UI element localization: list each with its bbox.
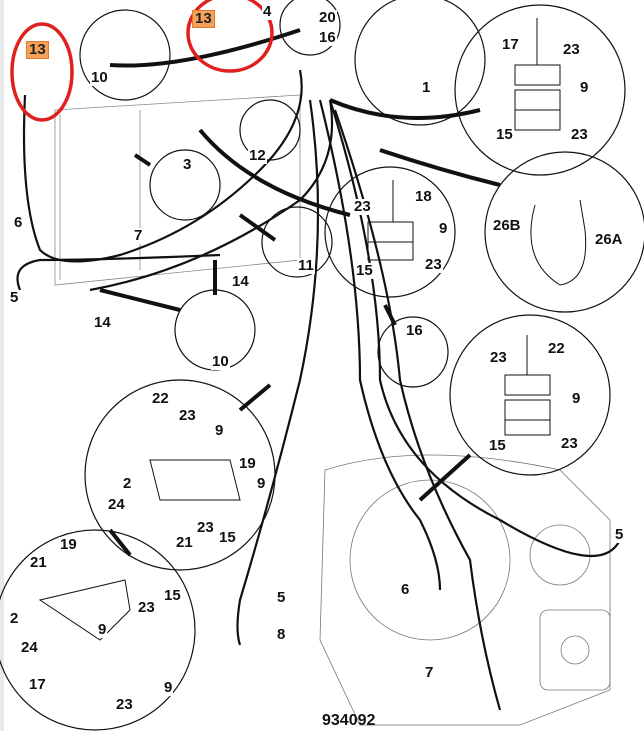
callout-9[interactable]: 9 [579, 79, 590, 96]
callout-23[interactable]: 23 [137, 599, 156, 616]
callout-5[interactable]: 5 [614, 526, 625, 543]
callout-15[interactable]: 15 [355, 262, 374, 279]
callout-17[interactable]: 17 [501, 36, 520, 53]
callout-17[interactable]: 17 [28, 676, 47, 693]
callout-9[interactable]: 9 [438, 220, 449, 237]
callout-21[interactable]: 21 [29, 554, 48, 571]
callout-14[interactable]: 14 [231, 273, 250, 290]
callout-23[interactable]: 23 [196, 519, 215, 536]
figure-number: 934092 [322, 712, 376, 729]
callout-9[interactable]: 9 [97, 621, 108, 638]
left-border [0, 0, 4, 731]
callout-19[interactable]: 19 [238, 455, 257, 472]
callout-23[interactable]: 23 [562, 41, 581, 58]
clamp-blocks [38, 18, 587, 641]
callout-2[interactable]: 2 [122, 475, 133, 492]
callout-8[interactable]: 8 [276, 626, 287, 643]
callout-23[interactable]: 23 [424, 256, 443, 273]
callout-5[interactable]: 5 [9, 289, 20, 306]
callout-7[interactable]: 7 [133, 227, 144, 244]
callout-2[interactable]: 2 [9, 610, 20, 627]
callout-4[interactable]: 4 [262, 3, 273, 20]
callout-23[interactable]: 23 [560, 435, 579, 452]
red-annotations [10, 0, 274, 122]
callout-3[interactable]: 3 [182, 156, 193, 173]
callout-23[interactable]: 23 [115, 696, 134, 713]
callout-14[interactable]: 14 [93, 314, 112, 331]
callout-16[interactable]: 16 [405, 322, 424, 339]
callout-24[interactable]: 24 [20, 639, 39, 656]
callout-6[interactable]: 6 [400, 581, 411, 598]
callout-23[interactable]: 23 [353, 198, 372, 215]
callout-6[interactable]: 6 [13, 214, 24, 231]
callout-11[interactable]: 11 [297, 257, 315, 274]
callout-21[interactable]: 21 [175, 534, 194, 551]
callout-12[interactable]: 12 [248, 147, 267, 164]
callout-20[interactable]: 20 [318, 9, 337, 26]
callout-15[interactable]: 15 [488, 437, 507, 454]
callout-10[interactable]: 10 [90, 69, 109, 86]
callout-23[interactable]: 23 [489, 349, 508, 366]
transmission-outline [319, 454, 611, 726]
callout-23[interactable]: 23 [570, 126, 589, 143]
callout-9[interactable]: 9 [571, 390, 582, 407]
callout-24[interactable]: 24 [107, 496, 126, 513]
callout-18[interactable]: 18 [414, 188, 433, 205]
callout-13-left[interactable]: 13 [26, 41, 49, 59]
callout-5[interactable]: 5 [276, 589, 287, 606]
callout-16[interactable]: 16 [318, 29, 337, 46]
callout-26B[interactable]: 26B [492, 217, 522, 234]
callout-22[interactable]: 22 [547, 340, 566, 357]
callout-23[interactable]: 23 [178, 407, 197, 424]
callout-15[interactable]: 15 [163, 587, 182, 604]
hoses [16, 69, 621, 711]
callout-1[interactable]: 1 [421, 79, 432, 96]
callout-9[interactable]: 9 [163, 679, 174, 696]
callout-13-top[interactable]: 13 [192, 10, 215, 28]
callout-19[interactable]: 19 [59, 536, 78, 553]
callout-9[interactable]: 9 [214, 422, 225, 439]
callout-15[interactable]: 15 [218, 529, 237, 546]
callout-15[interactable]: 15 [495, 126, 514, 143]
callout-22[interactable]: 22 [151, 390, 170, 407]
callout-7[interactable]: 7 [424, 664, 435, 681]
callout-26A[interactable]: 26A [594, 231, 624, 248]
callout-9[interactable]: 9 [256, 475, 267, 492]
callout-10[interactable]: 10 [211, 353, 230, 370]
